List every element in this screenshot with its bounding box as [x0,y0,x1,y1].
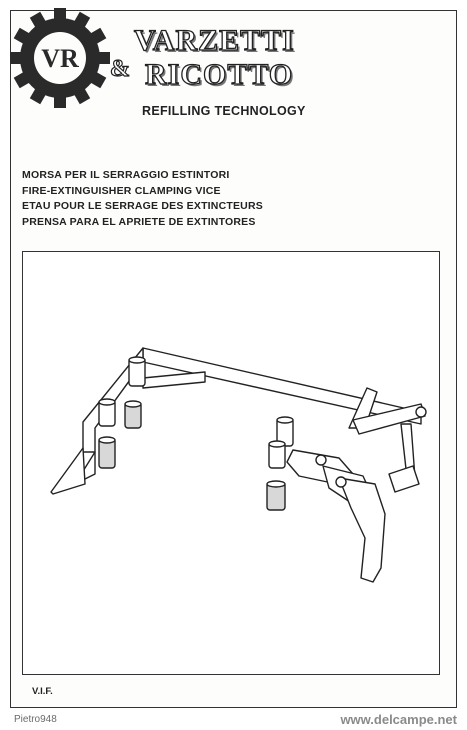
watermark-site: www.delcampe.net [340,712,457,727]
product-titles: MORSA PER IL SERRAGGIO ESTINTORI FIRE-EX… [22,168,263,230]
title-italian: MORSA PER IL SERRAGGIO ESTINTORI [22,169,230,181]
gear-logo-icon: VR [10,8,110,108]
logo-letters: VR [41,44,79,73]
product-code: V.I.F. [32,686,53,697]
illustration-frame [22,251,440,675]
title-french: ETAU POUR LE SERRAGE DES EXTINCTEURS [22,200,263,212]
brand-name-line1: VARZETTI [133,23,295,57]
watermark-user: Pietro948 [14,714,57,725]
clamping-vice-illustration [50,347,427,583]
brand-name-line2: RICOTTO [144,57,294,91]
brand-ampersand: & [109,55,130,82]
brand-tagline: REFILLING TECHNOLOGY [142,104,306,118]
title-spanish: PRENSA PARA EL APRIETE DE EXTINTORES [22,215,256,228]
title-english: FIRE-EXTINGUISHER CLAMPING VICE [22,184,221,197]
